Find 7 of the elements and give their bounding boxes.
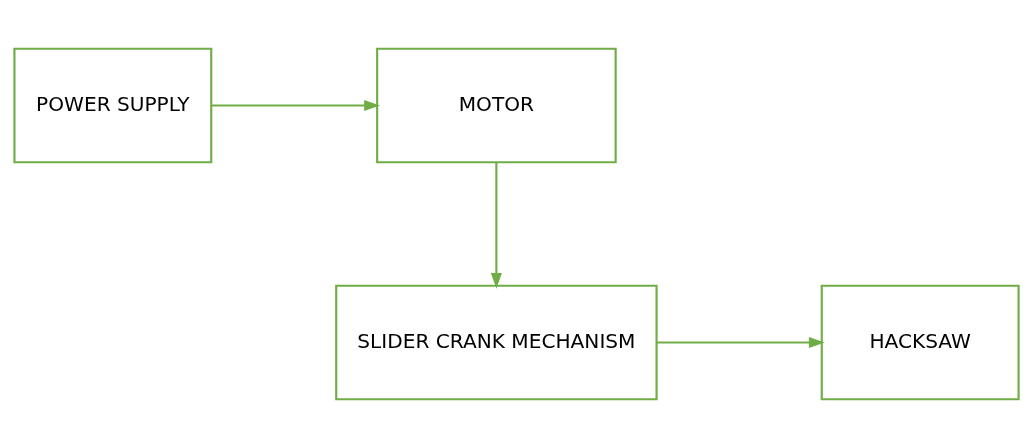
- node-box: POWER SUPPLY: [13, 47, 213, 164]
- node-box: MOTOR: [376, 47, 617, 164]
- arrow: [211, 99, 380, 112]
- node-box: HACKSAW: [820, 284, 1020, 401]
- arrow: [490, 162, 502, 289]
- arrow: [656, 336, 825, 349]
- node-box: SLIDER CRANK MECHANISM: [335, 284, 658, 401]
